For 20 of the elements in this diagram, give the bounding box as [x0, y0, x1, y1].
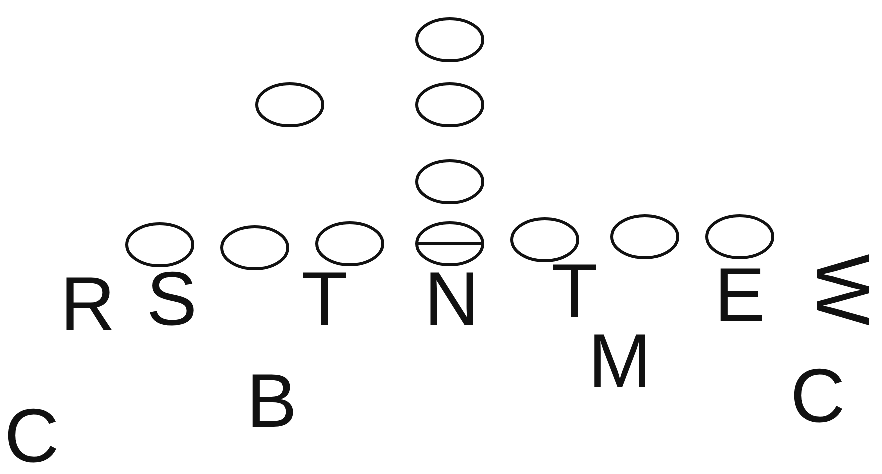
position-letter: N: [424, 262, 480, 338]
player-marker: [705, 214, 775, 260]
player-marker: [315, 221, 385, 267]
position-letter: T: [302, 262, 348, 338]
position-letter: C: [4, 399, 60, 474]
center-player-marker: [415, 221, 485, 267]
position-letter: E: [714, 258, 766, 334]
player-marker: [255, 82, 325, 128]
player-marker: [415, 82, 485, 128]
player-marker: [125, 222, 195, 268]
position-letter: C: [790, 359, 846, 435]
position-letter: S: [146, 262, 198, 338]
player-marker: [415, 17, 485, 63]
player-marker: [415, 159, 485, 205]
position-letter: W: [804, 254, 880, 326]
player-marker: [220, 225, 290, 271]
player-marker: [510, 217, 580, 263]
position-letter: B: [246, 364, 298, 440]
player-marker: [610, 214, 680, 260]
position-letter: R: [60, 267, 116, 343]
